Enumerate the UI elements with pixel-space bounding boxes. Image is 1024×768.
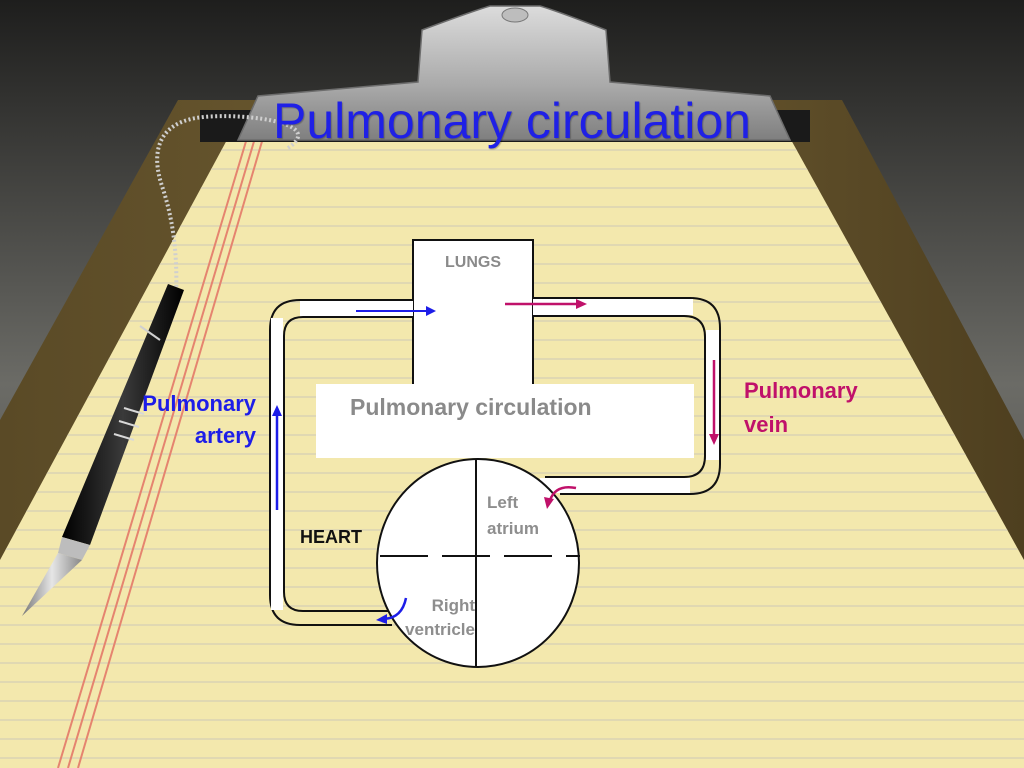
magenta-arrow-from-lungs [505,299,587,309]
right-ventricle-label: Right ventricle [383,594,475,642]
vein-top-lumen [533,299,693,315]
circulation-diagram [269,239,721,668]
heart-shape [376,458,580,668]
pulmonary-artery-label-line-2: artery [194,423,256,448]
right-ventricle-label-line-1: Right [431,596,475,615]
blue-arrow-to-lungs [356,306,436,316]
right-ventricle-label-line-2: ventricle [405,620,475,639]
pulmonary-vein-label-line-1: Pulmonary [744,378,858,403]
left-atrium-label-line-1: Left [487,493,519,512]
vein-lumen [706,330,719,460]
artery-vessel-inner [283,316,412,612]
pulmonary-artery-label-line-1: Pulmonary [142,391,256,416]
pulmonary-vein-label: Pulmonary vein [744,374,858,442]
left-atrium-label-line-2: atrium [487,519,539,538]
blue-arrow-right-ventricle [376,597,408,624]
magenta-arrow-down-vein [709,360,719,445]
vein-vessel-outer [533,297,721,495]
heart-label: HEART [300,527,362,547]
artery-vessel-outer [269,299,412,626]
pulmonary-artery-label: Pulmonary artery [90,388,256,452]
clip-hole [501,7,529,23]
lungs-label: LUNGS [445,254,501,271]
slide-title: Pulmonary circulation [273,93,751,149]
bead-chain [155,114,300,301]
pen [22,284,184,616]
margin-lines [57,138,264,768]
metal-clip [236,5,792,141]
magenta-arrow-left-atrium [544,486,577,509]
lungs-box [412,239,534,387]
artery-top-lumen [300,301,413,316]
left-atrium-label: Left atrium [487,490,539,542]
vein-vessel-inner [533,315,706,478]
blue-arrow-up-artery [272,405,282,510]
pulmonary-circulation-box: Pulmonary circulation [316,384,694,458]
pulmonary-vein-label-line-2: vein [744,412,789,437]
vein-bottom-lumen [540,478,690,493]
